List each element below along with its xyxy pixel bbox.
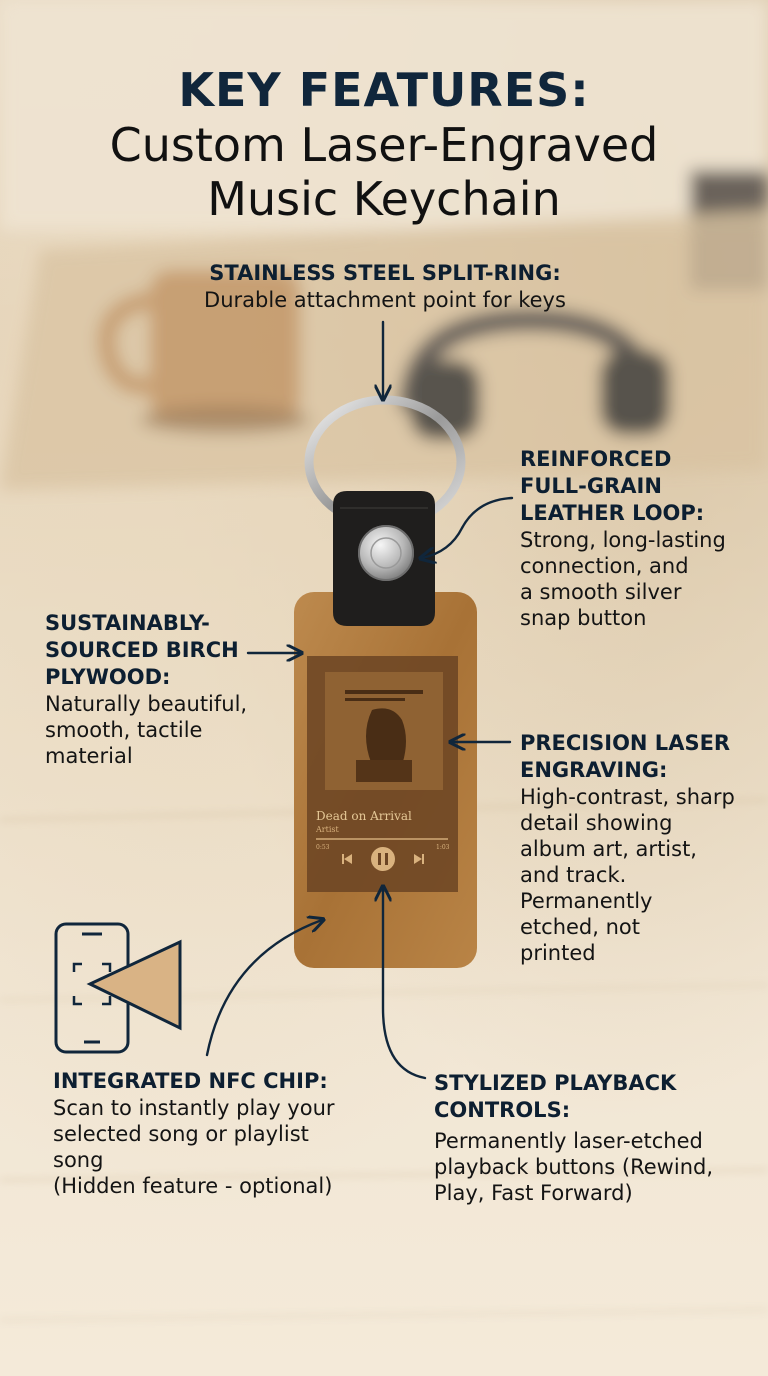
feature-leather-desc-1: Strong, long-lasting [520, 528, 726, 552]
feature-laser-desc-4: and track. [520, 863, 627, 887]
feature-laser-desc-7: printed [520, 941, 596, 965]
feature-split-ring: STAINLESS STEEL SPLIT-RING: Durable atta… [120, 260, 650, 313]
feature-birch-desc-2: smooth, tactile [45, 718, 203, 742]
title-block: KEY FEATURES: Custom Laser-Engraved Musi… [0, 62, 768, 226]
feature-nfc-desc-1: Scan to instantly play your [53, 1096, 335, 1120]
feature-playback-desc-1: Permanently laser-etched [434, 1129, 703, 1153]
scan-frame-icon [72, 962, 112, 1006]
feature-split-ring-desc: Durable attachment point for keys [204, 288, 566, 312]
feature-nfc-chip: INTEGRATED NFC CHIP: Scan to instantly p… [53, 1068, 383, 1199]
arrow-leather [422, 496, 514, 558]
feature-leather-desc-2: connection, and [520, 554, 689, 578]
album-art-figure [345, 690, 423, 782]
feature-laser-desc-1: High-contrast, sharp [520, 785, 735, 809]
feature-birch-heading-3: PLYWOOD: [45, 665, 171, 689]
feature-leather-heading-2: FULL-GRAIN [520, 474, 662, 498]
feature-leather-desc-4: snap button [520, 606, 647, 630]
feature-leather-heading-3: LEATHER LOOP: [520, 501, 705, 525]
feature-laser-desc-3: album art, artist, [520, 837, 697, 861]
feature-nfc-desc-2: selected song or playlist [53, 1122, 309, 1146]
page-subtitle-line-2: Music Keychain [207, 172, 561, 226]
feature-leather-desc-3: a smooth silver [520, 580, 682, 604]
feature-nfc-heading: INTEGRATED NFC CHIP: [53, 1069, 328, 1093]
feature-laser-engraving: PRECISION LASER ENGRAVING: High-contrast… [520, 730, 765, 966]
feature-leather-loop: REINFORCED FULL-GRAIN LEATHER LOOP: Stro… [520, 446, 765, 631]
feature-playback-controls: STYLIZED PLAYBACK CONTROLS: Permanently … [434, 1070, 754, 1206]
page-subtitle-line-1: Custom Laser-Engraved [109, 118, 659, 172]
feature-laser-desc-5: Permanently [520, 889, 653, 913]
feature-playback-heading-2: CONTROLS: [434, 1098, 571, 1122]
fast-forward-icon [414, 854, 424, 864]
engraved-progress-bar [316, 838, 448, 840]
feature-nfc-desc-4: (Hidden feature - optional) [53, 1174, 333, 1198]
feature-leather-heading-1: REINFORCED [520, 447, 672, 471]
nfc-phone-icon [54, 922, 182, 1054]
engraved-artist: Artist [315, 825, 339, 834]
feature-laser-heading-2: ENGRAVING: [520, 758, 668, 782]
page-title: KEY FEATURES: [178, 63, 590, 117]
feature-playback-heading-1: STYLIZED PLAYBACK [434, 1071, 677, 1095]
feature-birch-heading-2: SOURCED BIRCH [45, 638, 239, 662]
arrow-nfc [205, 920, 322, 1057]
arrow-playback [383, 888, 427, 1080]
engraved-track-title: Dead on Arrival [316, 809, 412, 823]
feature-playback-desc-3: Play, Fast Forward) [434, 1181, 633, 1205]
feature-playback-desc-2: playback buttons (Rewind, [434, 1155, 714, 1179]
feature-birch-heading-1: SUSTAINABLY- [45, 611, 210, 635]
feature-birch-desc-1: Naturally beautiful, [45, 692, 248, 716]
engraved-time-end: 1:03 [436, 844, 450, 851]
feature-birch-desc-3: material [45, 744, 133, 768]
feature-laser-desc-6: etched, not [520, 915, 641, 939]
feature-nfc-desc-3: song [53, 1148, 104, 1172]
pause-icon [371, 847, 395, 871]
rewind-icon [342, 854, 352, 864]
feature-laser-heading-1: PRECISION LASER [520, 731, 731, 755]
feature-laser-desc-2: detail showing [520, 811, 673, 835]
feature-birch-plywood: SUSTAINABLY- SOURCED BIRCH PLYWOOD: Natu… [45, 610, 275, 769]
feature-split-ring-heading: STAINLESS STEEL SPLIT-RING: [209, 261, 561, 285]
engraved-time-start: 0:53 [316, 844, 330, 851]
